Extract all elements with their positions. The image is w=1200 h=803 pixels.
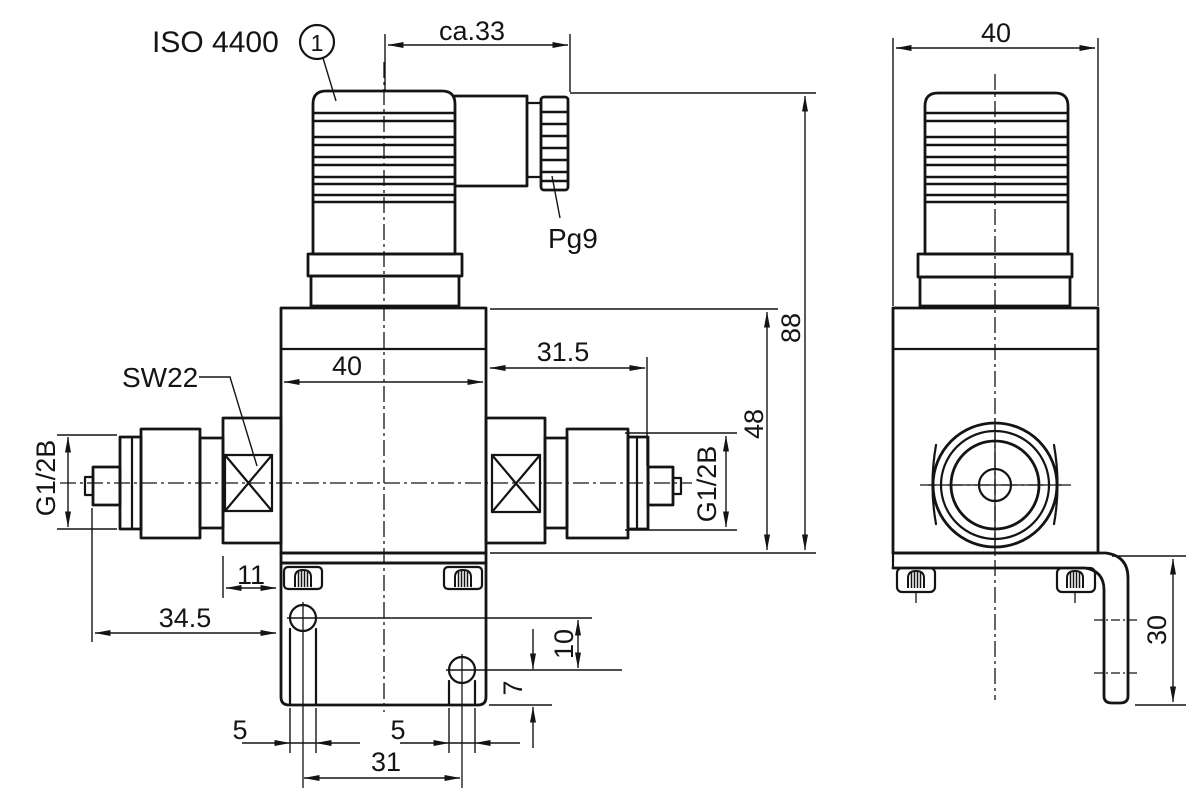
annotation-texts: ISO 4400 1 ca.33 40 Pg9 88 48 SW22 40 31… xyxy=(31,16,1172,777)
iso-note-number: 1 xyxy=(311,30,324,56)
dim-30: 30 xyxy=(1142,615,1172,645)
connector-neck xyxy=(306,252,464,308)
iso-leader xyxy=(322,57,337,102)
screw-head-icon xyxy=(294,569,312,588)
dim-40-side: 40 xyxy=(981,18,1011,48)
dim-10: 10 xyxy=(549,629,579,659)
dim-5-left: 5 xyxy=(232,715,247,745)
dim-31-5: 31.5 xyxy=(537,337,590,367)
screw-head-icon xyxy=(454,569,472,588)
dim-48: 48 xyxy=(739,409,769,439)
dim-40-body: 40 xyxy=(332,351,362,381)
dim-88: 88 xyxy=(776,313,806,343)
dimension-lines xyxy=(57,34,1186,781)
din-connector-front xyxy=(311,89,570,256)
front-view xyxy=(83,89,683,788)
leader-lines xyxy=(199,23,561,467)
mounting-bracket-side xyxy=(891,551,1138,705)
dim-11: 11 xyxy=(237,560,265,590)
pg9-label: Pg9 xyxy=(548,223,598,254)
port-fitting-left xyxy=(83,416,283,545)
screw-head-icon xyxy=(1066,570,1084,589)
dim-31: 31 xyxy=(371,747,401,777)
sw22-leader xyxy=(199,376,258,467)
port-fitting-right xyxy=(484,416,683,545)
dim-34-5: 34.5 xyxy=(159,603,212,633)
note-circle-1 xyxy=(298,23,336,61)
din-connector-side xyxy=(916,91,1074,308)
g12b-left-label: G1/2B xyxy=(31,440,61,517)
g12b-right-label: G1/2B xyxy=(692,446,722,523)
dim-7: 7 xyxy=(498,680,528,695)
sw22-label: SW22 xyxy=(122,362,198,393)
dim-5-right: 5 xyxy=(390,715,405,745)
side-view xyxy=(891,91,1138,705)
iso-4400-label: ISO 4400 xyxy=(152,26,279,59)
screw-head-icon xyxy=(907,570,925,589)
mounting-plate-front xyxy=(279,551,488,788)
pg9-leader xyxy=(551,175,561,219)
dim-ca33: ca.33 xyxy=(439,16,505,46)
